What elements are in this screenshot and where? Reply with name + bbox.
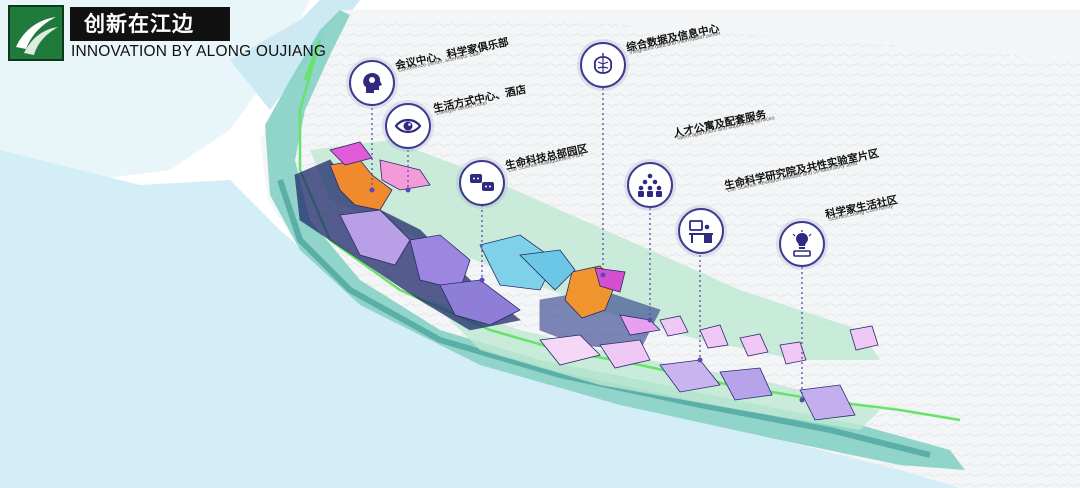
head-brain-icon bbox=[363, 72, 382, 93]
land bbox=[260, 10, 1080, 488]
people-group-icon bbox=[638, 173, 662, 197]
building-clusters bbox=[294, 141, 879, 421]
brain-circuit-icon bbox=[593, 53, 613, 74]
park-zones bbox=[310, 140, 880, 430]
lightbulb-person-icon bbox=[792, 230, 812, 257]
chat-bubbles-icon bbox=[470, 174, 494, 191]
wave-leaf-logo-icon bbox=[8, 5, 64, 61]
page-title: 创新在江边 bbox=[70, 7, 230, 41]
lab-desk-icon bbox=[689, 220, 713, 243]
page-subtitle: INNOVATION BY ALONG OUJIANG bbox=[71, 43, 327, 60]
eye-icon bbox=[394, 118, 422, 134]
